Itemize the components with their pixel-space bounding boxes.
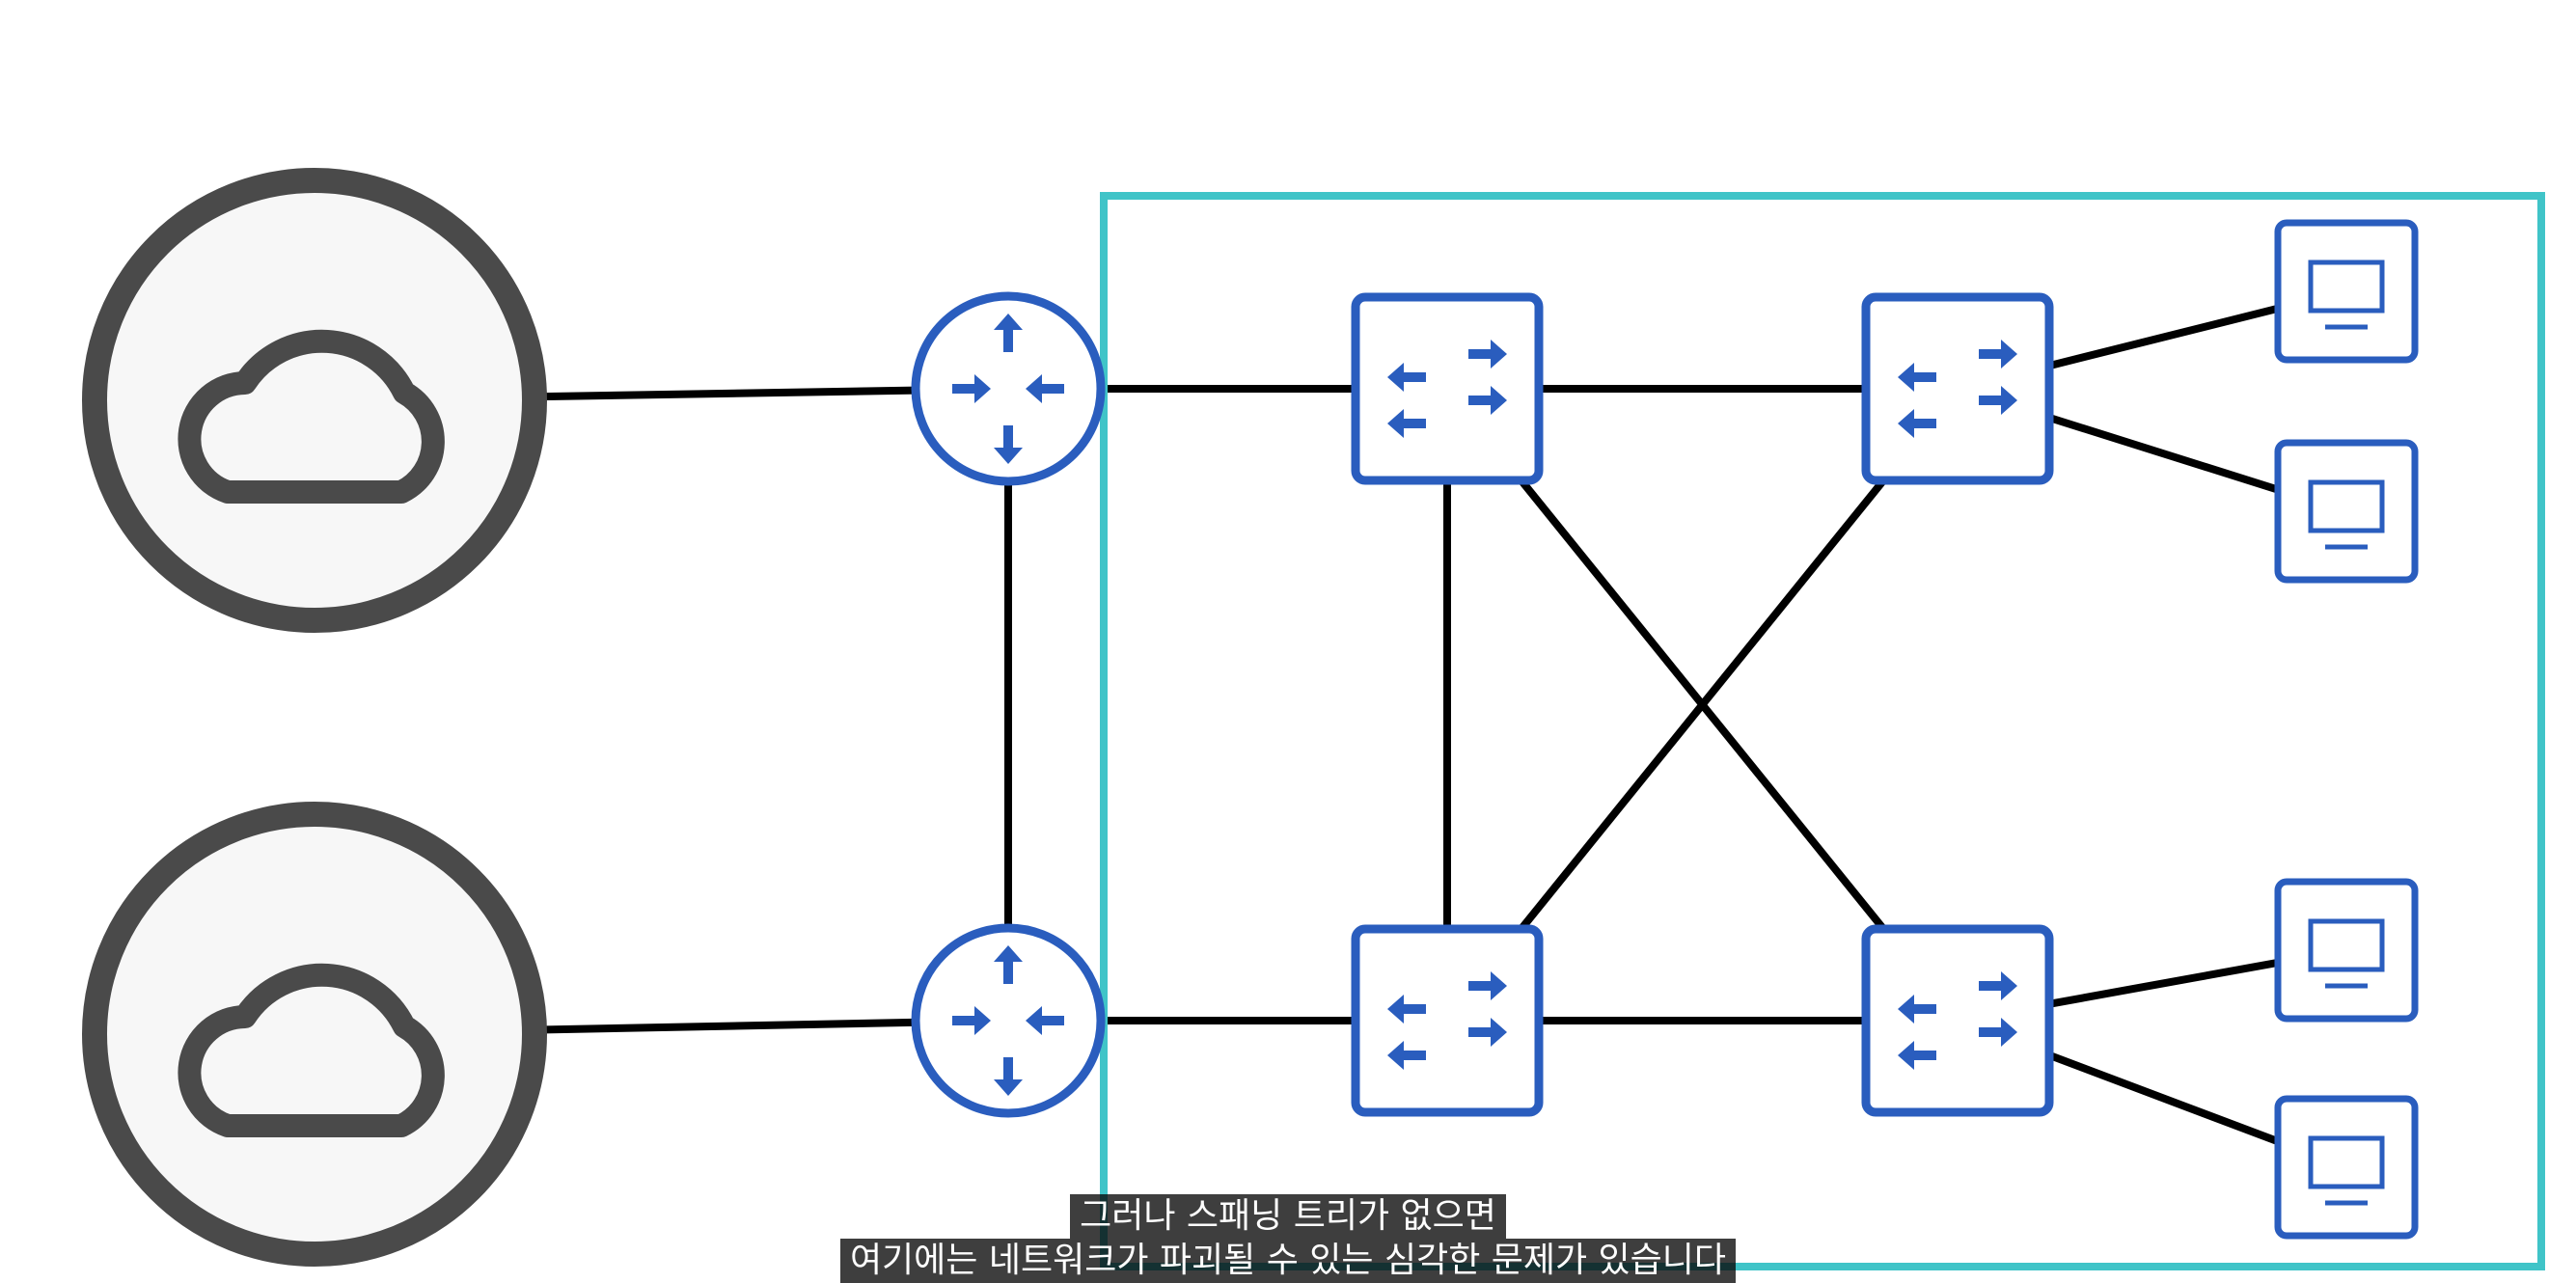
nodes-layer — [82, 168, 2419, 1267]
pc-2-computer-icon — [2274, 439, 2419, 584]
lan-boundary — [1100, 192, 2545, 1270]
pc-1-computer-icon — [2274, 219, 2419, 364]
router-1-router-icon — [911, 291, 1106, 486]
internet-1-cloud-icon — [82, 168, 547, 633]
link-switch-2-switch-3 — [1443, 386, 1961, 1024]
monitor-icon — [2308, 918, 2385, 989]
switch-4-switch-icon — [1861, 924, 2054, 1117]
router-2-router-icon — [911, 923, 1106, 1118]
subtitle-box: 그러나 스패닝 트리가 없으면 여기에는 네트워크가 파괴될 수 있는 심각한 … — [0, 1194, 2576, 1283]
monitor-icon — [2308, 1135, 2385, 1206]
pc-3-computer-icon — [2274, 878, 2419, 1023]
switch-1-switch-icon — [1351, 292, 1544, 485]
subtitle-line-2: 여기에는 네트워크가 파괴될 수 있는 심각한 문제가 있습니다 — [839, 1239, 1737, 1283]
internet-2-cloud-icon — [82, 802, 547, 1267]
monitor-icon — [2308, 479, 2385, 550]
cloud-icon — [178, 963, 445, 1137]
cloud-icon — [178, 329, 445, 504]
switch-2-switch-icon — [1861, 292, 2054, 485]
pc-4-computer-icon — [2274, 1095, 2419, 1240]
switch-3-switch-icon — [1351, 924, 1544, 1117]
subtitle-line-1: 그러나 스패닝 트리가 없으면 — [1070, 1194, 1506, 1239]
monitor-icon — [2308, 259, 2385, 330]
